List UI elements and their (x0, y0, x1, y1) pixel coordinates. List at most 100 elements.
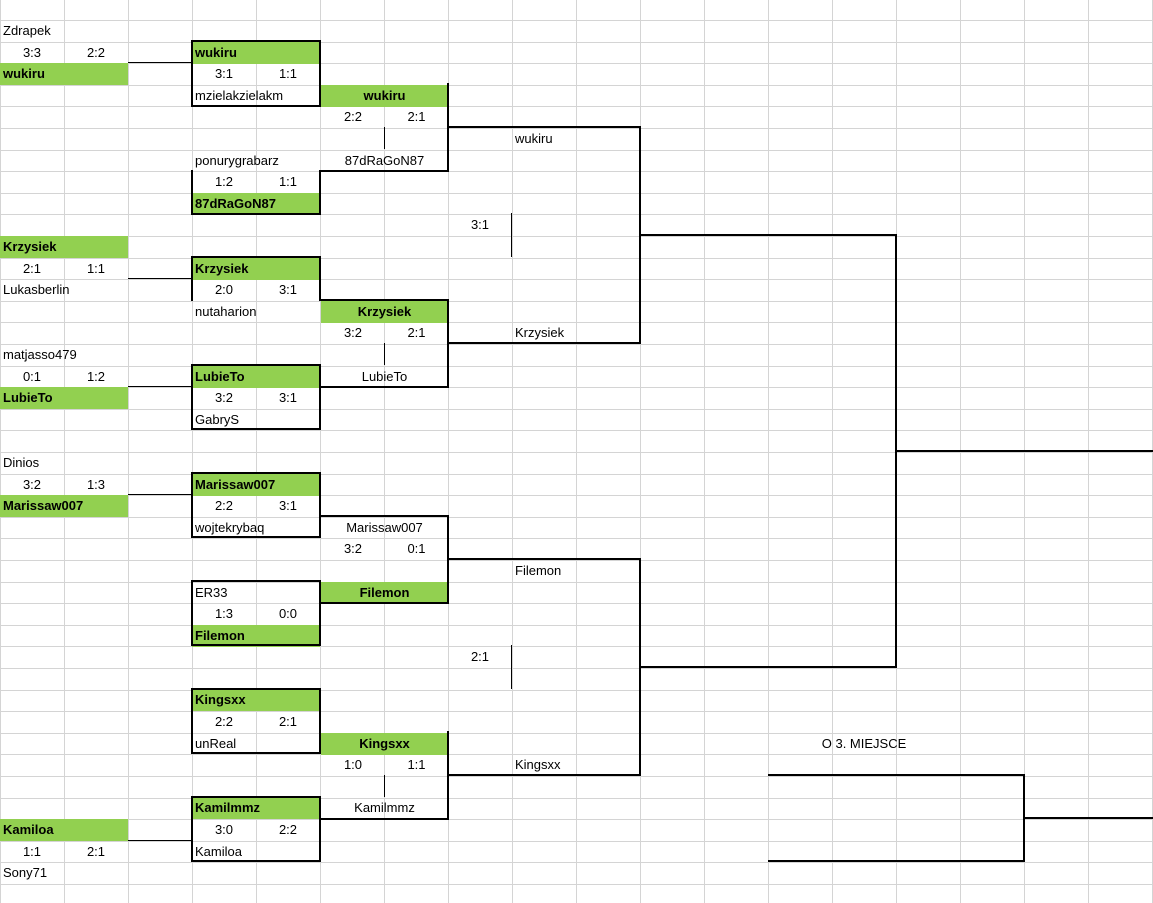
r2-m3-bottom: nutaharion (195, 304, 257, 319)
r2-m8-bottom: Kamiloa (195, 844, 242, 859)
r2-m2-score2: 1:1 (278, 174, 298, 189)
r1-m5-bottom: Sony71 (3, 865, 48, 880)
sf-m2-score-divider (511, 645, 512, 689)
r2-m4-score1: 3:2 (214, 390, 234, 405)
r2-m1-border-top (191, 40, 321, 42)
r2-m8-border-left (191, 796, 193, 862)
r2-m1-border-right (319, 40, 321, 107)
r2-m2-border-left (191, 170, 193, 215)
r2-m6-score1: 1:3 (214, 606, 234, 621)
qf-m3-top: Marissaw007 (346, 520, 423, 535)
qf-m2-score2: 2:1 (407, 325, 426, 340)
r1-m2-top: Krzysiek (0, 236, 128, 258)
sf-m1-top-line (448, 126, 641, 128)
qf-m3-score2: 0:1 (407, 541, 426, 556)
final-bottom-line (640, 666, 897, 668)
r2-m6-border-left (191, 580, 193, 646)
r1-m5-score2: 2:1 (86, 844, 106, 859)
qf-m2-bottom-line (321, 386, 449, 388)
r2-m7-border-top (191, 688, 321, 690)
r2-m4-top: LubieTo (192, 366, 320, 388)
sf-m1-score: 3:1 (470, 217, 490, 232)
sf-m1-score-divider (511, 213, 512, 257)
r1-m3-bottom: LubieTo (0, 387, 128, 409)
r2-m7-bottom: unReal (195, 736, 237, 751)
sf-m1-bottom-line (448, 342, 641, 344)
r2-m2-bottom: 87dRaGoN87 (192, 193, 320, 215)
qf-m3-bottom-line (321, 602, 449, 604)
r2-m3-top: Krzysiek (192, 258, 320, 280)
r2-m6-border-bottom (191, 644, 321, 646)
r2-m1-top: wukiru (192, 42, 320, 64)
r2-m5-border-top (191, 472, 321, 474)
r1-m5-connector (128, 840, 192, 841)
r2-m1-border-left (191, 40, 193, 107)
r1-m4-top: Dinios (3, 455, 40, 470)
qf-m3-bottom: Filemon (321, 582, 448, 604)
sf-m2-bottom-line (448, 774, 641, 776)
r2-m3-score1: 2:0 (214, 282, 234, 297)
r2-m5-top: Marissaw007 (192, 474, 320, 496)
r2-m4-bottom: GabryS (195, 412, 240, 427)
r2-m5-score2: 3:1 (278, 498, 298, 513)
r1-m4-connector (128, 494, 192, 495)
r2-m7-top: Kingsxx (192, 689, 320, 711)
r2-m5-bottom: wojtekrybaq (195, 520, 265, 535)
qf-m2-score-divider (384, 343, 385, 365)
sf-m2-top: Filemon (515, 563, 562, 578)
r2-m7-border-bottom (191, 752, 321, 754)
r2-m8-score2: 2:2 (278, 822, 298, 837)
r2-m6-bottom: Filemon (192, 625, 320, 647)
r1-m1-bottom: wukiru (0, 63, 128, 85)
qf-m2-score1: 3:2 (343, 325, 363, 340)
r1-m2-score1: 2:1 (22, 261, 42, 276)
r2-m6-top: ER33 (195, 585, 228, 600)
r2-m4-border-bottom (191, 428, 321, 430)
r1-m2-connector (128, 278, 192, 279)
r1-m3-score2: 1:2 (86, 369, 106, 384)
r2-m1-score2: 1:1 (278, 66, 298, 81)
r1-m4-bottom: Marissaw007 (0, 495, 128, 517)
third-place-bottom-line (768, 860, 1025, 862)
qf-m2-top-line (321, 299, 449, 301)
qf-m1-top: wukiru (321, 85, 448, 107)
sf-m1-bottom: Krzysiek (515, 325, 565, 340)
qf-m1-score-divider (384, 127, 385, 149)
r2-m5-score1: 2:2 (214, 498, 234, 513)
qf-m2-bottom: LubieTo (361, 369, 408, 384)
r2-m5-border-right (319, 472, 321, 538)
r2-m7-border-left (191, 688, 193, 754)
qf-m1-bottom-line (321, 170, 449, 172)
r1-m1-connector (128, 62, 192, 63)
r2-m5-border-left (191, 472, 193, 538)
r2-m7-border-right (319, 688, 321, 754)
qf-m2-top: Krzysiek (321, 301, 448, 323)
r2-m8-border-right (319, 796, 321, 862)
r2-m3-score2: 3:1 (278, 282, 298, 297)
final-top-line (640, 234, 897, 236)
champion-line (896, 450, 1153, 452)
r2-m6-border-top (191, 580, 321, 582)
sf-m2-top-line (448, 558, 641, 560)
qf-m4-bottom: Kamilmmz (354, 800, 415, 815)
r2-m1-score1: 3:1 (214, 66, 234, 81)
r2-m4-border-top (191, 364, 321, 366)
r2-m2-border-right (319, 170, 321, 215)
r2-m8-score1: 3:0 (214, 822, 234, 837)
r2-m7-score1: 2:2 (214, 714, 234, 729)
r2-m7-score2: 2:1 (278, 714, 298, 729)
r2-m4-border-right (319, 364, 321, 430)
r1-m1-top: Zdrapek (3, 23, 51, 38)
r2-m1-bottom: mzielakzielakm (195, 88, 284, 103)
r1-m5-score1: 1:1 (22, 844, 42, 859)
r1-m1-score2: 2:2 (86, 45, 106, 60)
r2-m6-score2: 0:0 (278, 606, 298, 621)
qf-m3-top-line (321, 515, 449, 517)
qf-m4-score2: 1:1 (407, 757, 426, 772)
r2-m4-score2: 3:1 (278, 390, 298, 405)
r2-m2-top: ponurygrabarz (195, 153, 279, 168)
qf-m3-score1: 3:2 (343, 541, 363, 556)
r2-m8-top: Kamilmmz (192, 797, 320, 819)
r2-m3-border-right (319, 256, 321, 301)
